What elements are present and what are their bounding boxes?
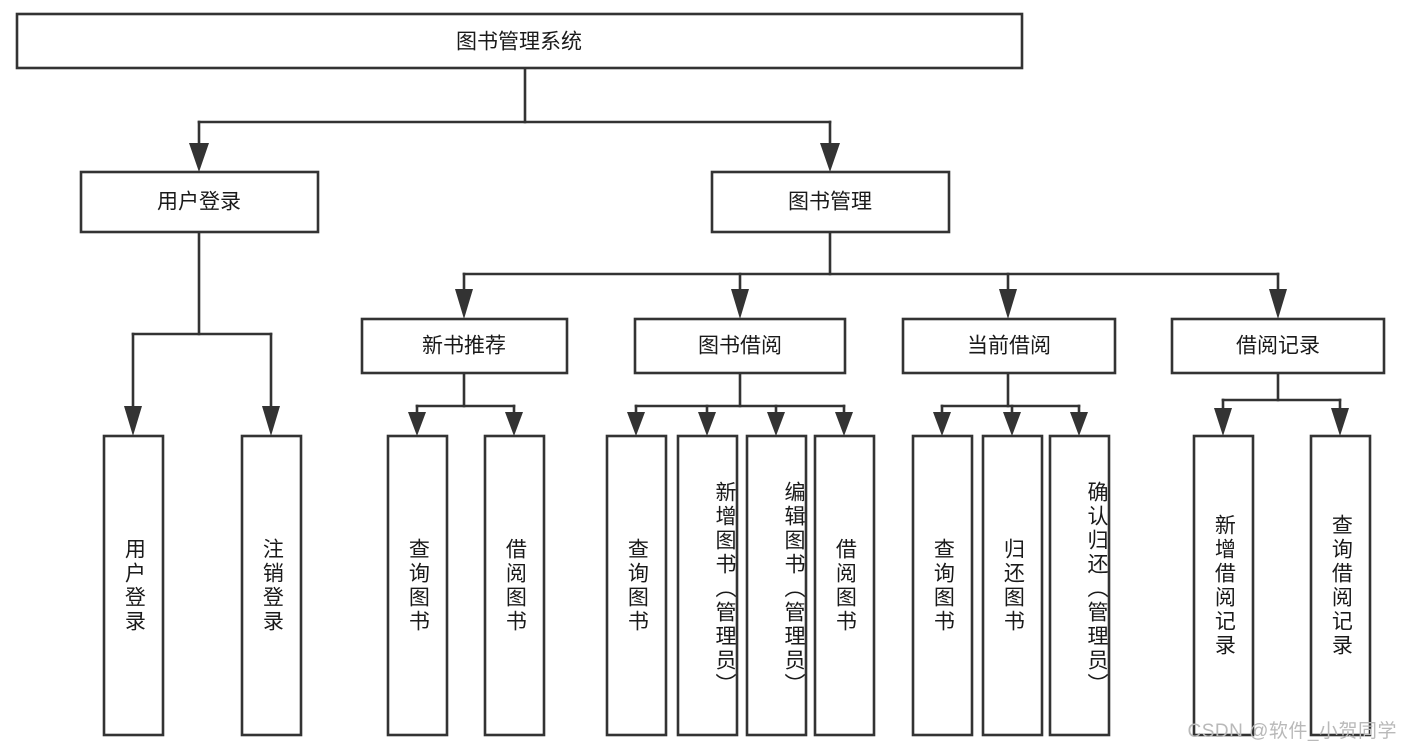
csdn-watermark: CSDN @软件_小贺同学 xyxy=(1187,721,1397,742)
node-leaf-user-login-1-box[interactable] xyxy=(102,434,165,737)
node-leaf-current-borrow-2-box[interactable] xyxy=(981,434,1044,737)
node-user-login-label: 用户登录 xyxy=(157,191,241,214)
arrow-leaf-current-borrow-2 xyxy=(1003,412,1021,436)
node-leaf-book-borrow-2-box[interactable] xyxy=(676,434,739,737)
arrow-leaf-current-borrow-1 xyxy=(933,412,951,436)
arrow-to-user-login xyxy=(189,143,209,172)
arrow-leaf-book-borrow-4 xyxy=(835,412,853,436)
node-leaf-current-borrow-3-box[interactable] xyxy=(1048,434,1111,737)
node-leaf-book-borrow-1-box[interactable] xyxy=(605,434,668,737)
arrow-leaf-borrow-record-1 xyxy=(1214,408,1232,436)
arrow-leaf-new-book-2 xyxy=(505,412,523,436)
arrow-leaf-current-borrow-3 xyxy=(1070,412,1088,436)
node-current-borrow-box[interactable] xyxy=(901,317,1117,375)
node-leaf-borrow-record-1-box[interactable] xyxy=(1192,434,1255,737)
connector-layer xyxy=(124,66,1349,436)
node-borrow-record-box[interactable] xyxy=(1170,317,1386,375)
node-new-book-label: 新书推荐 xyxy=(422,335,506,358)
node-book-borrow-label: 图书借阅 xyxy=(698,335,782,358)
arrow-leaf-book-borrow-1 xyxy=(627,412,645,436)
node-current-borrow-label: 当前借阅 xyxy=(967,335,1051,358)
arrow-leaf-book-borrow-2 xyxy=(698,412,716,436)
node-user-login-box[interactable] xyxy=(79,170,320,234)
arrow-leaf-new-book-1 xyxy=(408,412,426,436)
node-layer: 图书管理系统 用户登录 图书管理 新书推荐 图书借阅 当前借阅 借阅记录 xyxy=(15,12,1386,737)
node-leaf-new-book-1-box[interactable] xyxy=(386,434,449,737)
node-book-manage-box[interactable] xyxy=(710,170,951,234)
node-book-borrow-box[interactable] xyxy=(633,317,847,375)
node-root-label: 图书管理系统 xyxy=(456,31,582,54)
node-borrow-record-label: 借阅记录 xyxy=(1236,335,1320,358)
node-leaf-new-book-2-box[interactable] xyxy=(483,434,546,737)
arrow-to-book-borrow xyxy=(731,289,749,319)
node-leaf-user-login-2-box[interactable] xyxy=(240,434,303,737)
arrow-to-new-book xyxy=(455,289,473,319)
node-leaf-book-borrow-4-box[interactable] xyxy=(813,434,876,737)
node-leaf-borrow-record-2-box[interactable] xyxy=(1309,434,1372,737)
arrow-leaf-book-borrow-3 xyxy=(767,412,785,436)
node-leaf-current-borrow-1-box[interactable] xyxy=(911,434,974,737)
arrow-leaf-borrow-record-2 xyxy=(1331,408,1349,436)
arrow-to-book-manage xyxy=(820,143,840,172)
arrow-leaf-user-login-2 xyxy=(262,406,280,436)
arrow-to-borrow-record xyxy=(1269,289,1287,319)
node-new-book-box[interactable] xyxy=(360,317,569,375)
node-root-box[interactable] xyxy=(15,12,1024,70)
node-leaf-book-borrow-3-box[interactable] xyxy=(745,434,808,737)
arrow-leaf-user-login-1 xyxy=(124,406,142,436)
arrow-to-current-borrow xyxy=(999,289,1017,319)
node-book-manage-label: 图书管理 xyxy=(788,191,872,214)
